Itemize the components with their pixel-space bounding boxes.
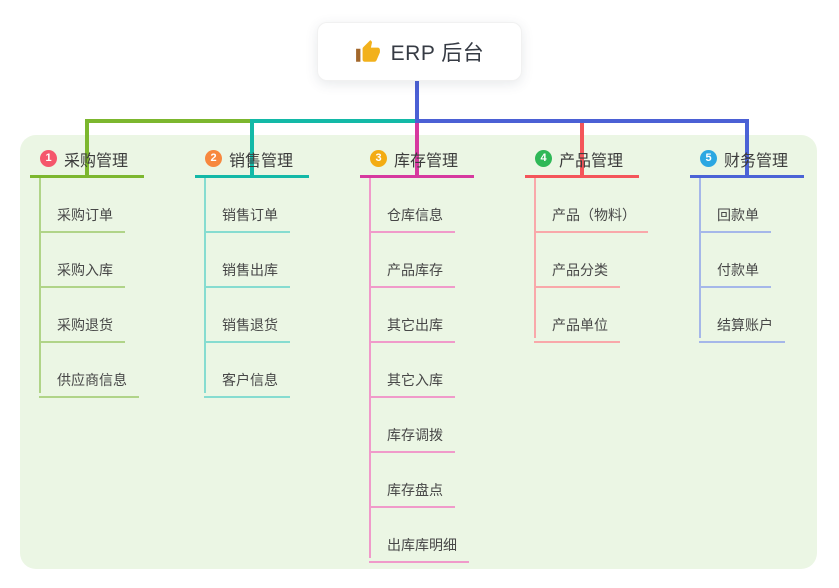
child-node[interactable]: 客户信息 bbox=[204, 343, 290, 398]
root-node[interactable]: ERP 后台 bbox=[317, 22, 522, 81]
child-node-label: 销售订单 bbox=[222, 207, 278, 223]
child-node-label: 产品分类 bbox=[552, 262, 608, 278]
child-node[interactable]: 采购订单 bbox=[39, 178, 125, 233]
branch-children: 仓库信息产品库存其它出库其它入库库存调拨库存盘点出库库明细 bbox=[360, 178, 530, 563]
child-node-label: 客户信息 bbox=[222, 372, 278, 388]
child-node[interactable]: 产品分类 bbox=[534, 233, 620, 288]
child-connector-vline bbox=[534, 178, 536, 338]
child-node[interactable]: 采购退货 bbox=[39, 288, 125, 343]
child-node[interactable]: 库存盘点 bbox=[369, 453, 455, 508]
child-node-label: 其它入库 bbox=[387, 372, 443, 388]
child-node-label: 回款单 bbox=[717, 207, 759, 223]
child-node[interactable]: 其它出库 bbox=[369, 288, 455, 343]
child-node[interactable]: 其它入库 bbox=[369, 343, 455, 398]
child-node-label: 库存调拨 bbox=[387, 427, 443, 443]
branch-children: 销售订单销售出库销售退货客户信息 bbox=[195, 178, 365, 398]
branch-label: 采购管理 bbox=[64, 152, 129, 170]
child-node[interactable]: 销售退货 bbox=[204, 288, 290, 343]
branches-background-panel bbox=[20, 135, 817, 569]
child-node[interactable]: 供应商信息 bbox=[39, 343, 139, 398]
child-node-label: 产品（物料） bbox=[552, 207, 636, 223]
child-connector-vline bbox=[39, 178, 41, 393]
child-node[interactable]: 库存调拨 bbox=[369, 398, 455, 453]
thumbs-up-icon bbox=[355, 39, 381, 65]
child-node[interactable]: 产品（物料） bbox=[534, 178, 648, 233]
child-node-label: 产品单位 bbox=[552, 317, 608, 333]
branch-3: 3 库存管理仓库信息产品库存其它出库其它入库库存调拨库存盘点出库库明细 bbox=[360, 142, 530, 563]
child-node-label: 库存盘点 bbox=[387, 482, 443, 498]
branch-badge-5: 5 bbox=[700, 150, 717, 167]
child-node[interactable]: 产品单位 bbox=[534, 288, 620, 343]
child-node-label: 销售退货 bbox=[222, 317, 278, 333]
branch-node-2[interactable]: 2 销售管理 bbox=[195, 142, 309, 178]
branch-node-1[interactable]: 1 采购管理 bbox=[30, 142, 144, 178]
branch-node-4[interactable]: 4 产品管理 bbox=[525, 142, 639, 178]
branch-badge-3: 3 bbox=[370, 150, 387, 167]
child-node-label: 出库库明细 bbox=[387, 537, 457, 553]
child-node[interactable]: 采购入库 bbox=[39, 233, 125, 288]
branch-badge-4: 4 bbox=[535, 150, 552, 167]
child-node-label: 采购订单 bbox=[57, 207, 113, 223]
child-node-label: 供应商信息 bbox=[57, 372, 127, 388]
child-node-label: 其它出库 bbox=[387, 317, 443, 333]
branch-node-5[interactable]: 5 财务管理 bbox=[690, 142, 804, 178]
branch-5: 5 财务管理回款单付款单结算账户 bbox=[690, 142, 839, 343]
child-node-label: 销售出库 bbox=[222, 262, 278, 278]
branch-badge-2: 2 bbox=[205, 150, 222, 167]
child-node[interactable]: 回款单 bbox=[699, 178, 771, 233]
root-node-label: ERP 后台 bbox=[390, 41, 485, 65]
branch-badge-1: 1 bbox=[40, 150, 57, 167]
child-connector-vline bbox=[699, 178, 701, 338]
branch-children: 产品（物料） 产品分类产品单位 bbox=[525, 178, 695, 343]
branch-4: 4 产品管理产品（物料） 产品分类产品单位 bbox=[525, 142, 695, 343]
child-node-label: 产品库存 bbox=[387, 262, 443, 278]
child-node-label: 采购入库 bbox=[57, 262, 113, 278]
branch-label: 产品管理 bbox=[559, 152, 624, 170]
child-connector-vline bbox=[204, 178, 206, 393]
branch-label: 销售管理 bbox=[229, 152, 294, 170]
branch-node-3[interactable]: 3 库存管理 bbox=[360, 142, 474, 178]
branch-2: 2 销售管理销售订单销售出库销售退货客户信息 bbox=[195, 142, 365, 398]
child-node[interactable]: 付款单 bbox=[699, 233, 771, 288]
child-node-label: 结算账户 bbox=[717, 317, 773, 333]
child-node[interactable]: 销售订单 bbox=[204, 178, 290, 233]
branch-children: 采购订单采购入库采购退货供应商信息 bbox=[30, 178, 200, 398]
branch-1: 1 采购管理采购订单采购入库采购退货供应商信息 bbox=[30, 142, 200, 398]
child-node[interactable]: 仓库信息 bbox=[369, 178, 455, 233]
child-node-label: 付款单 bbox=[717, 262, 759, 278]
child-node-label: 采购退货 bbox=[57, 317, 113, 333]
child-node[interactable]: 产品库存 bbox=[369, 233, 455, 288]
child-node-label: 仓库信息 bbox=[387, 207, 443, 223]
child-node[interactable]: 出库库明细 bbox=[369, 508, 469, 563]
branch-label: 库存管理 bbox=[394, 152, 459, 170]
branch-label: 财务管理 bbox=[724, 152, 789, 170]
child-node[interactable]: 销售出库 bbox=[204, 233, 290, 288]
branch-children: 回款单付款单结算账户 bbox=[690, 178, 839, 343]
child-connector-vline bbox=[369, 178, 371, 558]
child-node[interactable]: 结算账户 bbox=[699, 288, 785, 343]
